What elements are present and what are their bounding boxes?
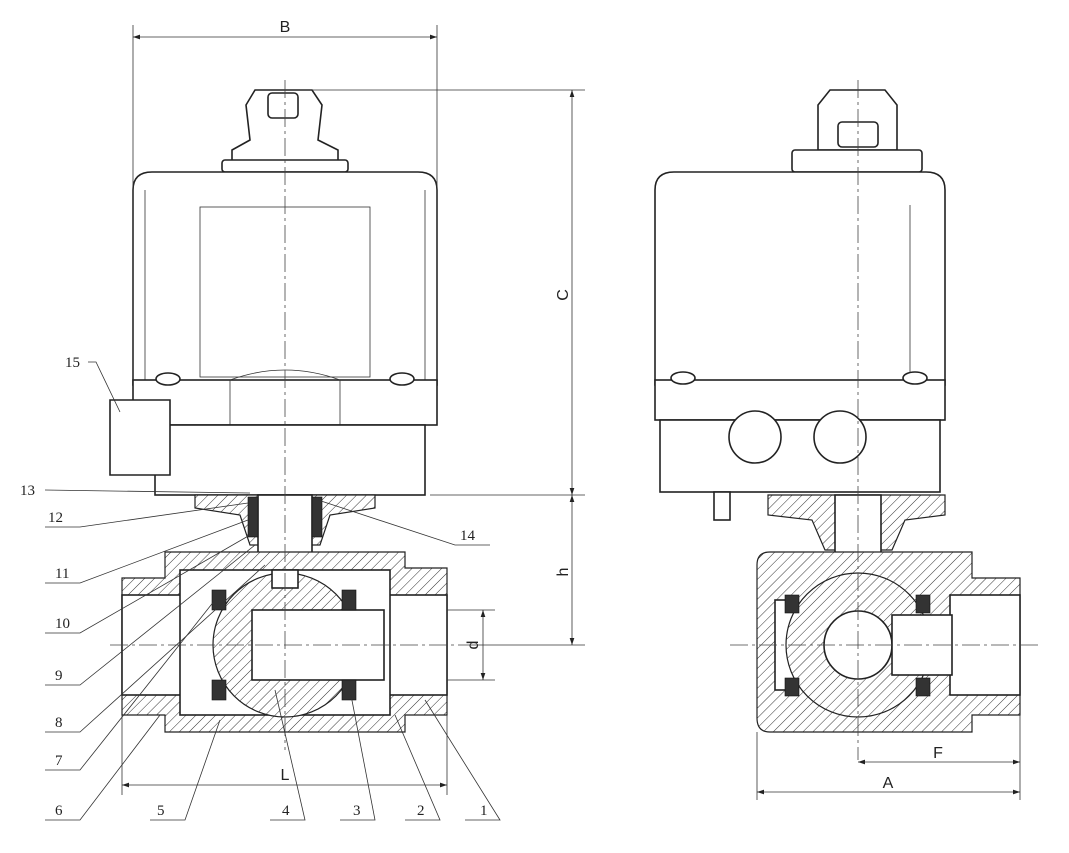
front-view — [109, 80, 470, 750]
callout-5: 5 — [157, 803, 165, 819]
callout-12: 12 — [48, 510, 63, 526]
cable-gland — [813, 410, 867, 464]
screw-head — [155, 372, 181, 386]
heater-box — [109, 399, 171, 476]
actuator-housing-side — [654, 171, 946, 386]
callout-6: 6 — [55, 803, 63, 819]
indicator-window — [267, 92, 299, 119]
dimension-lines: B C h d L A F — [121, 19, 1021, 800]
callout-11: 11 — [55, 566, 69, 582]
callout-8: 8 — [55, 715, 63, 731]
callout-9: 9 — [55, 668, 63, 684]
dim-F: F — [933, 745, 943, 762]
callout-1: 1 — [480, 803, 488, 819]
callout-14: 14 — [460, 528, 476, 544]
cable-gland — [728, 410, 782, 464]
part-callouts: 15 13 12 14 11 10 9 8 7 6 5 4 3 2 1 — [20, 355, 501, 821]
dim-A: A — [883, 775, 894, 792]
side-view — [654, 80, 1040, 760]
lower-housing-side — [659, 419, 941, 493]
screw-head — [389, 372, 415, 386]
dim-d: d — [465, 641, 482, 650]
callout-3: 3 — [353, 803, 361, 819]
actuator-base-side — [654, 379, 946, 421]
actuator-lower-housing — [154, 424, 426, 496]
callout-10: 10 — [55, 616, 70, 632]
dim-h: h — [555, 568, 572, 577]
callout-2: 2 — [417, 803, 425, 819]
callout-7: 7 — [55, 753, 63, 769]
callout-15: 15 — [65, 355, 80, 371]
connector — [713, 491, 731, 521]
dim-C: C — [555, 289, 572, 301]
callout-4: 4 — [282, 803, 290, 819]
callout-13: 13 — [20, 483, 35, 499]
dim-L: L — [281, 767, 290, 784]
dim-B: B — [280, 19, 291, 36]
